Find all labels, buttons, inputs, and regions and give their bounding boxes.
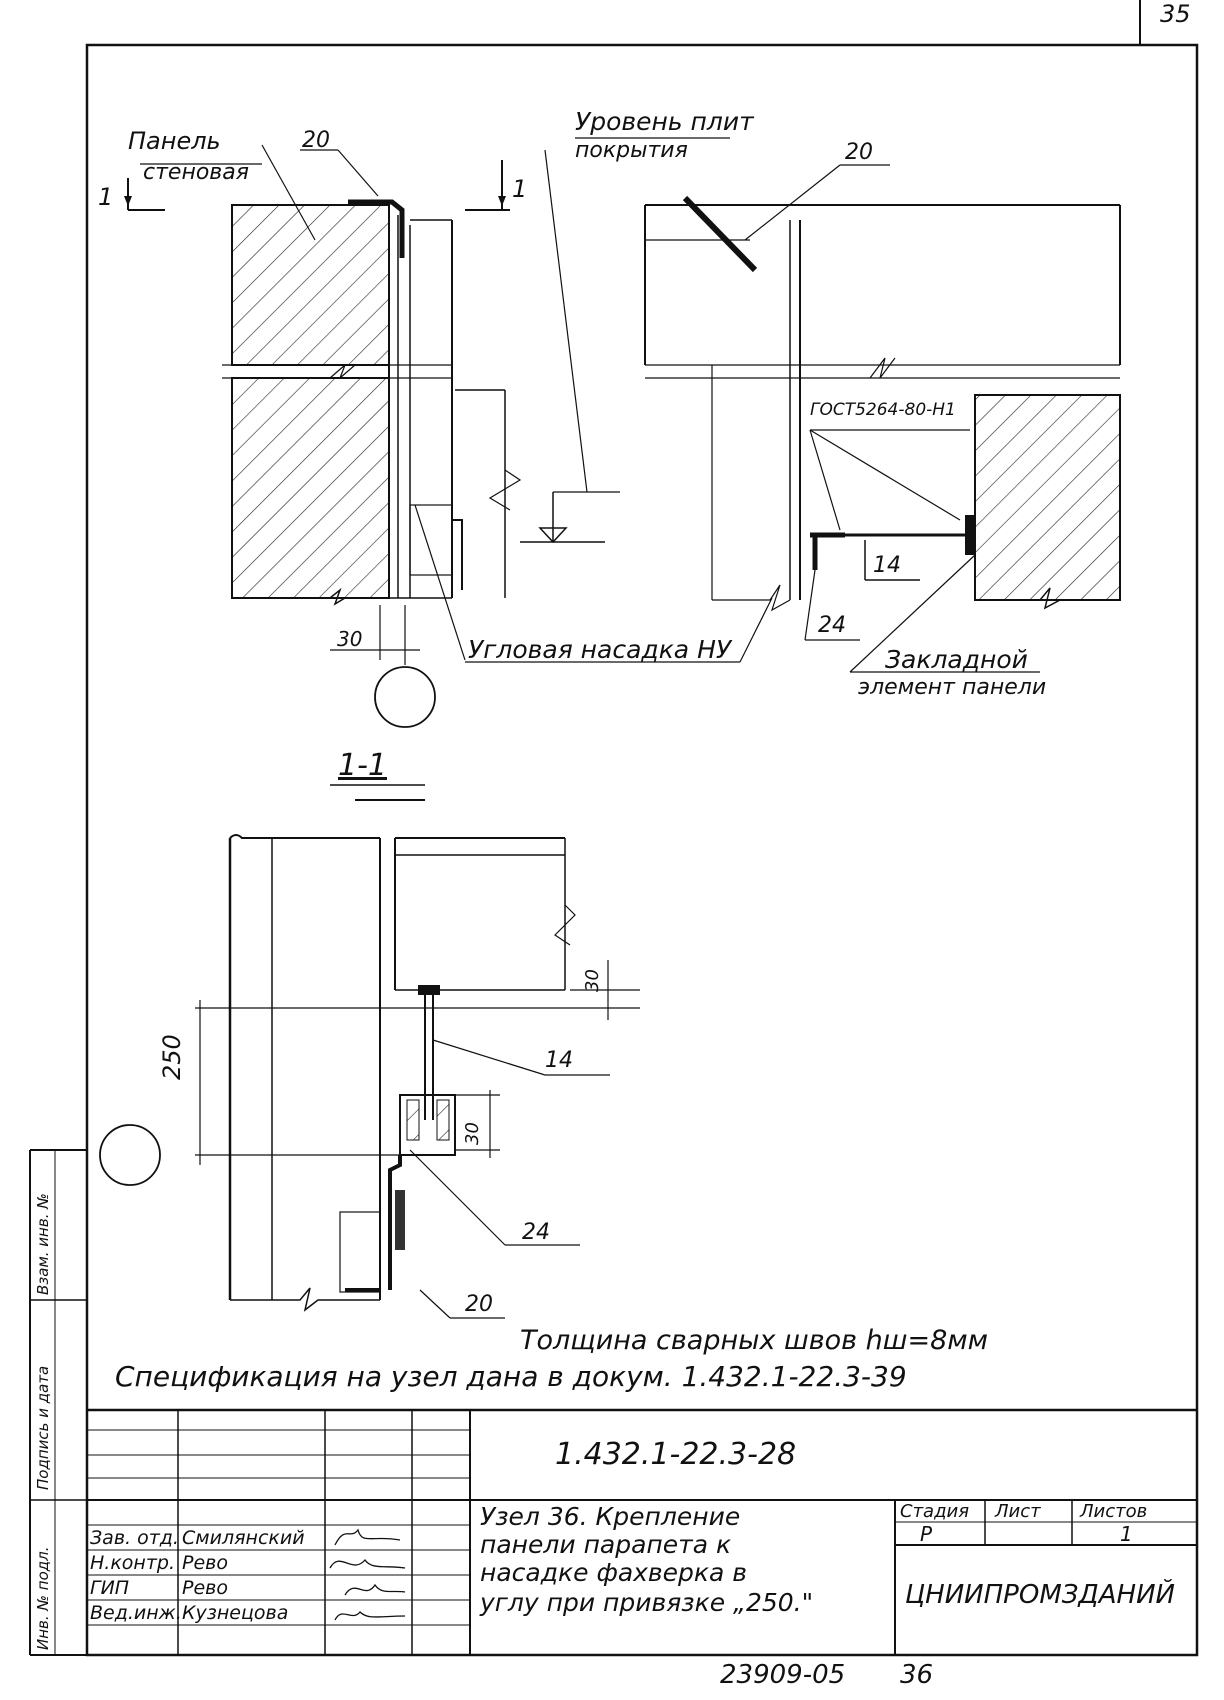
section-mark-right: 1 [512,175,528,203]
role-1: Зав. отд. [90,1527,179,1549]
title-block-lines [29,1149,1197,1656]
stage-value: Р [920,1522,933,1546]
label-panel-line1: Панель [128,127,221,155]
label-panel-line2: стеновая [143,160,249,185]
label-level-line1: Уровень плит [575,107,754,136]
description-line-1: Узел 36. Крепление [480,1502,741,1531]
label-embedded-line2: элемент панели [858,675,1047,700]
note-specification: Спецификация на узел дана в докум. 1.432… [115,1360,907,1393]
description-line-4: углу при привязке „250." [480,1588,814,1617]
role-3: ГИП [90,1577,130,1599]
side-stamp-cell-2: Подпись и дата [34,1365,52,1490]
item-24-top-right: 24 [818,613,846,638]
wall-panel-upper [231,204,390,366]
doc-code: 1.432.1-22.3-28 [555,1437,797,1472]
node-circle-section [99,1124,161,1186]
top-left-view [124,137,773,728]
name-2: Рево [182,1552,228,1574]
section-mark-left: 1 [98,183,114,211]
node-circle-top [374,666,436,728]
item-14-section: 14 [545,1048,573,1073]
side-stamp-cell-1: Взам. инв. № [34,1193,52,1295]
sheets-header: Листов [1080,1501,1148,1522]
label-level-line2: покрытия [575,138,688,163]
description-line-3: насадке фахверка в [480,1558,748,1587]
dim-30-section-top: 30 [582,969,603,992]
name-3: Рево [182,1577,228,1599]
wall-panel-lower [231,377,390,599]
item-20-top-right: 20 [845,140,873,165]
name-4: Кузнецова [182,1602,289,1624]
stage-header: Стадия [900,1501,970,1522]
gost-label: ГОСТ5264-80-Н1 [810,400,956,420]
dim-30-top-left: 30 [337,627,363,651]
embedded-panel [974,394,1121,601]
sheet-frame [85,43,1199,1657]
bottom-inventory: 23909-05 [720,1660,846,1690]
item-20-section: 20 [465,1292,493,1317]
section-title: 1-1 [338,748,387,783]
description-line-2: панели парапета к [480,1530,732,1559]
organization: ЦНИИПРОМЗДАНИЙ [905,1580,1175,1610]
side-stamp-cell-3: Инв. № подл. [34,1546,52,1650]
section-view [99,784,640,1319]
bottom-page: 36 [900,1660,934,1690]
dim-250: 250 [158,1034,186,1080]
label-corner-nozzle: Угловая насадка НУ [468,635,732,664]
role-4: Вед.инж. [90,1602,182,1624]
sheet-corner-number: 35 [1160,0,1191,28]
dim-30-section-mid: 30 [462,1122,483,1145]
sheet-header: Лист [995,1501,1041,1522]
role-2: Н.контр. [90,1552,176,1574]
item-24-section: 24 [522,1220,550,1245]
label-embedded-line1: Закладной [885,645,1028,674]
name-1: Смилянский [182,1527,305,1549]
note-weld-thickness: Толщина сварных швов hш=8мм [520,1325,988,1356]
sheets-value: 1 [1120,1522,1133,1546]
item-20-top-left: 20 [302,128,330,153]
top-right-view [644,164,1121,673]
item-14-top-right: 14 [873,553,901,578]
